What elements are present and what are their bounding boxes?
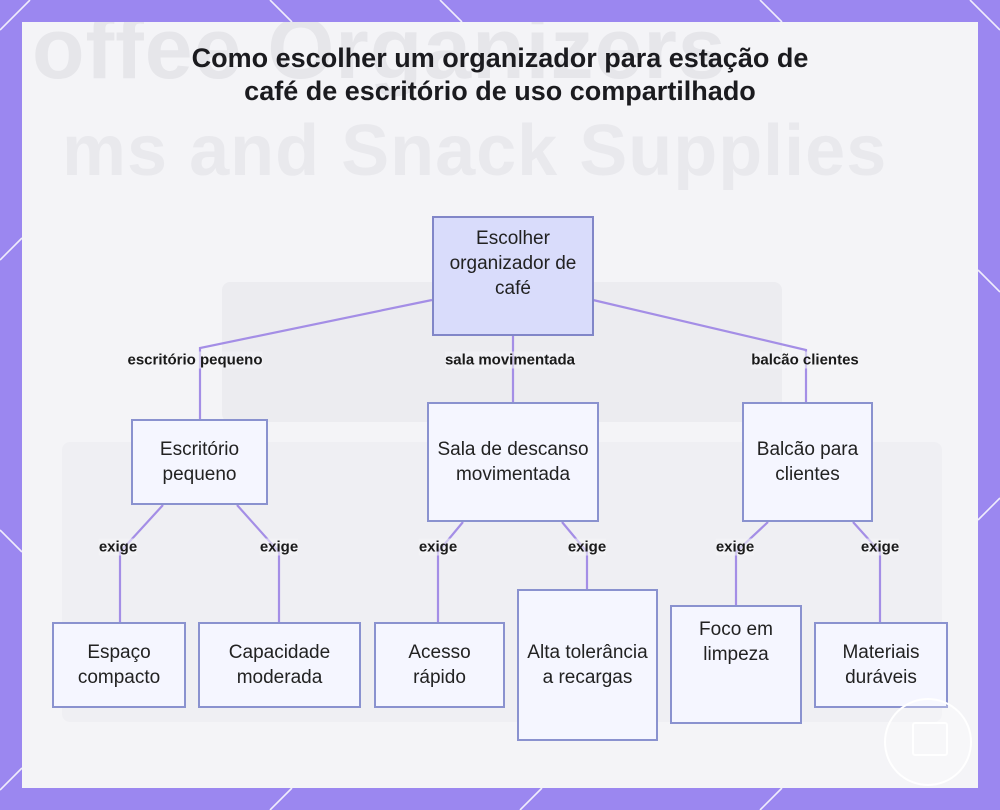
diagram-title: Como escolher um organizador para estaçã…: [191, 43, 809, 106]
edge-label-exige: exige: [715, 538, 755, 556]
edge-breakroom-tolerance: [561, 521, 589, 590]
background-text-1: offee Organizers: [32, 22, 727, 97]
edge-small-office-capacity: [236, 504, 281, 622]
edge-root-client-counter: [592, 298, 808, 403]
node-moderate-capacity: Capacidade moderada: [198, 622, 361, 708]
coffee-station-icon: [912, 722, 948, 756]
edge-label-client-counter: balcão clientes: [751, 351, 859, 369]
edge-breakroom-access: [436, 521, 464, 622]
node-busy-breakroom: Sala de descanso movimentada: [427, 402, 599, 522]
edge-label-exige: exige: [259, 538, 299, 556]
background-text-2: ms and Snack Supplies: [62, 111, 888, 191]
edge-label-busy-breakroom: sala movimentada: [444, 351, 576, 369]
node-durable-materials: Materiais duráveis: [814, 622, 948, 708]
edge-label-small-office: escritório pequeno: [127, 351, 263, 369]
node-compact-space: Espaço compacto: [52, 622, 186, 708]
edge-label-exige: exige: [860, 538, 900, 556]
node-high-tolerance: Alta tolerância a recargas: [517, 589, 658, 741]
node-small-office: Escritório pequeno: [131, 419, 268, 505]
node-client-counter: Balcão para clientes: [742, 402, 873, 522]
node-root: Escolher organizador de café: [432, 216, 594, 336]
edge-label-exige: exige: [98, 538, 138, 556]
edge-label-exige: exige: [418, 538, 458, 556]
edge-label-exige: exige: [567, 538, 607, 556]
edge-counter-durable: [852, 521, 882, 622]
edge-counter-cleanliness: [734, 521, 769, 605]
node-quick-access: Acesso rápido: [374, 622, 505, 708]
edge-small-office-compact: [118, 504, 164, 622]
edge-root-small-office: [198, 298, 433, 420]
node-cleanliness-focus: Foco em limpeza: [670, 605, 802, 724]
watermark-badge: [884, 698, 972, 786]
